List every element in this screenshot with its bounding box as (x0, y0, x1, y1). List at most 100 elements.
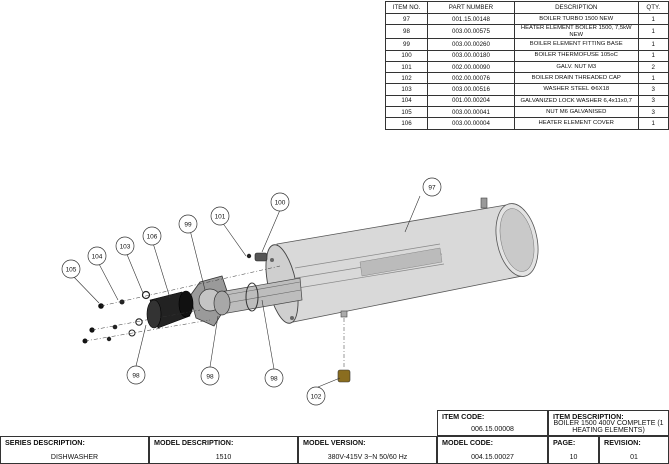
series-description-cell: SERIES DESCRIPTION: DISHWASHER (0, 436, 149, 464)
header-part-number: PART NUMBER (426, 1, 515, 14)
item-no-cell: 106 (385, 117, 428, 130)
part-number-cell: 001.00.00204 (426, 94, 515, 108)
boiler-tank (265, 197, 539, 324)
series-description-label: SERIES DESCRIPTION: (5, 438, 85, 447)
description-cell: BOILER TURBO 1500 NEW (513, 12, 639, 26)
model-description-cell: MODEL DESCRIPTION: 1510 (149, 436, 298, 464)
description-cell: WASHER STEEL Φ6X18 (513, 83, 639, 96)
part-number-cell: 001.15.00148 (426, 12, 515, 26)
svg-text:99: 99 (184, 222, 192, 229)
series-description-value: DISHWASHER (50, 453, 99, 461)
item-description-label: ITEM DESCRIPTION: (553, 412, 624, 421)
model-version-cell: MODEL VERSION: 380V-415V 3~N 50/60 Hz (298, 436, 437, 464)
model-description-value: 1510 (215, 453, 232, 461)
page-value: 10 (569, 453, 578, 461)
description-cell: HEATER ELEMENT COVER (513, 117, 639, 130)
item-no-cell: 103 (385, 83, 428, 96)
description-cell: NUT M6 GALVANISED (513, 106, 639, 119)
qty-cell: 1 (637, 12, 669, 26)
qty-cell: 2 (637, 60, 669, 74)
callout-98-middle: 98 (200, 366, 220, 386)
callout-105: 105 (61, 259, 81, 279)
item-no-cell: 102 (385, 72, 428, 85)
item-no-cell: 97 (385, 12, 428, 26)
item-description-cell: ITEM DESCRIPTION: BOILER 1500 400V COMPL… (548, 410, 669, 436)
svg-text:103: 103 (120, 244, 131, 251)
part-number-cell: 002.00.00076 (426, 72, 515, 85)
revision-cell: REVISION: 01 (599, 436, 669, 464)
callout-98-left: 98 (126, 365, 146, 385)
callout-97: 97 (422, 177, 442, 197)
leader-lines (71, 195, 421, 388)
qty-cell: 1 (637, 72, 669, 85)
svg-text:98: 98 (270, 376, 278, 383)
item-no-cell: 105 (385, 106, 428, 119)
callout-98-right: 98 (264, 368, 284, 388)
item-no-cell: 99 (385, 38, 428, 51)
svg-text:102: 102 (311, 394, 322, 401)
heater-element-cover (146, 290, 194, 329)
heater-element (213, 277, 303, 316)
callout-99: 99 (178, 214, 198, 234)
qty-cell: 3 (637, 94, 669, 108)
description-cell: BOILER ELEMENT FITTING BASE (513, 38, 639, 51)
svg-text:105: 105 (66, 267, 77, 274)
page-label: PAGE: (553, 438, 576, 447)
item-code-label: ITEM CODE: (442, 412, 485, 421)
svg-text:97: 97 (428, 185, 436, 192)
title-block: ITEM CODE: 006.15.00008 ITEM DESCRIPTION… (0, 410, 669, 464)
part-number-cell: 003.00.00004 (426, 117, 515, 130)
part-number-cell: 002.00.00090 (426, 60, 515, 74)
model-code-label: MODEL CODE: (442, 438, 493, 447)
part-number-cell: 003.00.00516 (426, 83, 515, 96)
description-cell: GALVANIZED LOCK WASHER 6,4x11x0,7 (513, 94, 639, 108)
header-qty: QTY. (637, 1, 669, 14)
page-cell: PAGE: 10 (548, 436, 599, 464)
item-description-value: BOILER 1500 400V COMPLETE (1 HEATING ELE… (553, 420, 664, 434)
item-no-cell: 104 (385, 94, 428, 108)
header-item-no: ITEM NO. (385, 1, 428, 14)
qty-cell: 3 (637, 106, 669, 119)
part-number-cell: 003.00.00041 (426, 106, 515, 119)
part-number-cell: 003.00.00260 (426, 38, 515, 51)
callout-103: 103 (115, 236, 135, 256)
description-cell: BOILER THERMOFUSE 105oC (513, 49, 639, 62)
item-no-cell: 98 (385, 24, 428, 40)
qty-cell: 1 (637, 49, 669, 62)
part-number-cell: 003.00.00180 (426, 49, 515, 62)
model-description-label: MODEL DESCRIPTION: (154, 438, 234, 447)
callout-106: 106 (142, 226, 162, 246)
svg-text:101: 101 (215, 214, 226, 221)
thermofuse (246, 252, 268, 262)
drain-cap (337, 318, 351, 383)
qty-cell: 1 (637, 24, 669, 40)
model-code-cell: MODEL CODE: 004.15.00027 (437, 436, 548, 464)
qty-cell: 3 (637, 83, 669, 96)
model-version-value: 380V-415V 3~N 50/60 Hz (327, 453, 408, 461)
callout-104: 104 (87, 246, 107, 266)
model-code-value: 004.15.00027 (471, 453, 514, 461)
revision-label: REVISION: (604, 438, 641, 447)
svg-text:100: 100 (275, 200, 286, 207)
description-cell: HEATER ELEMENT BOILER 1500, 7,5kW NEW (513, 24, 639, 40)
item-no-cell: 100 (385, 49, 428, 62)
qty-cell: 1 (637, 38, 669, 51)
callout-102: 102 (306, 386, 326, 406)
svg-text:98: 98 (206, 374, 214, 381)
header-description: DESCRIPTION (513, 1, 639, 14)
svg-text:98: 98 (132, 373, 140, 380)
model-version-label: MODEL VERSION: (303, 438, 366, 447)
item-code-value: 006.15.00008 (471, 425, 514, 433)
item-code-cell: ITEM CODE: 006.15.00008 (437, 410, 548, 436)
callout-100: 100 (270, 192, 290, 212)
parts-table-header: ITEM NO. PART NUMBER DESCRIPTION QTY. (385, 1, 669, 14)
callout-101: 101 (210, 206, 230, 226)
